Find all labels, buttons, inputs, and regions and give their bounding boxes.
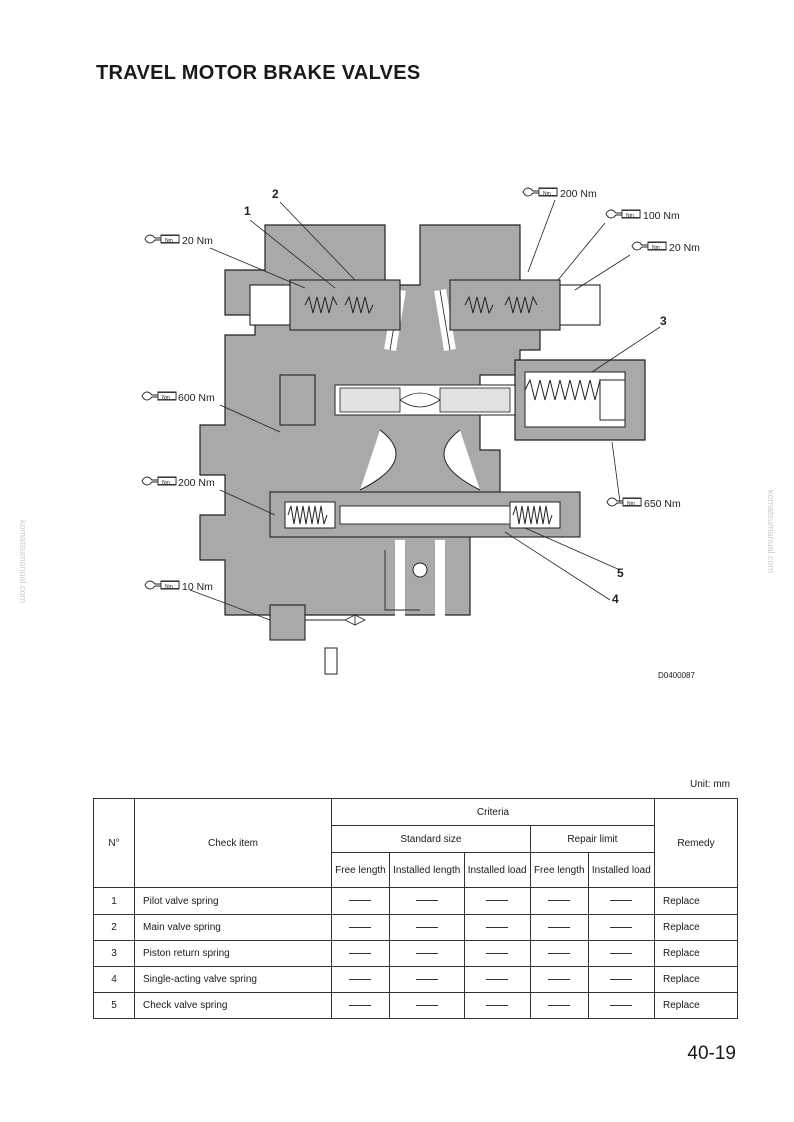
dash-cell (331, 940, 390, 967)
page-number: 40-19 (687, 1043, 736, 1064)
dash-cell (463, 887, 531, 915)
part-number-5: 5 (617, 566, 624, 580)
page-title: TRAVEL MOTOR BRAKE VALVES (96, 62, 421, 84)
dash-cell (331, 914, 390, 941)
valve-body (199, 224, 646, 680)
svg-text:Nm: Nm (543, 191, 551, 197)
svg-text:20 Nm: 20 Nm (669, 242, 700, 254)
dash-cell (388, 914, 465, 941)
header-no: N° (93, 798, 135, 888)
dash-cell (463, 940, 531, 967)
dash-cell (529, 992, 589, 1019)
part-number-1: 1 (244, 204, 251, 218)
figure-code: D0400087 (658, 671, 695, 680)
row-no: 5 (93, 992, 135, 1019)
svg-text:Nm: Nm (162, 480, 170, 486)
header-criteria: Criteria (331, 798, 655, 826)
brake-valve-diagram: 20 Nm Nm 200 Nm Nm 100 Nm Nm 20 Nm Nm 60… (141, 187, 700, 680)
dash-cell (587, 887, 656, 915)
dash-cell (331, 992, 390, 1019)
row-no: 1 (93, 887, 135, 915)
torque-callout-20a: 20 Nm Nm (144, 234, 213, 247)
header-free-length: Free length (331, 852, 390, 888)
row-remedy: Replace (654, 966, 738, 993)
part-number-2: 2 (272, 187, 279, 201)
dash-cell (587, 966, 656, 993)
unit-label: Unit: mm (690, 779, 730, 790)
torque-callout-650: 650 Nm Nm (606, 497, 681, 510)
dash-cell (529, 914, 589, 941)
row-item: Single-acting valve spring (134, 966, 332, 993)
dash-cell (388, 887, 465, 915)
torque-callout-20b: 20 Nm Nm (631, 241, 700, 254)
svg-text:Nm: Nm (165, 238, 173, 244)
header-remedy: Remedy (654, 798, 738, 888)
part-number-3: 3 (660, 314, 667, 328)
row-no: 2 (93, 914, 135, 941)
svg-text:Nm: Nm (165, 584, 173, 590)
table-row: 5 Check valve spring Replace (93, 992, 738, 1019)
table-row: 4 Single-acting valve spring Replace (93, 966, 738, 993)
dash-cell (587, 992, 656, 1019)
svg-text:200 Nm: 200 Nm (560, 188, 597, 200)
dash-cell (331, 966, 390, 993)
dash-cell (463, 992, 531, 1019)
row-remedy: Replace (654, 887, 738, 915)
torque-callout-600: 600 Nm Nm (141, 391, 215, 404)
dash-cell (529, 887, 589, 915)
row-item: Check valve spring (134, 992, 332, 1019)
row-no: 3 (93, 940, 135, 967)
table-row: 3 Piston return spring Replace (93, 940, 738, 967)
row-remedy: Replace (654, 914, 738, 941)
dash-cell (587, 940, 656, 967)
dash-cell (529, 940, 589, 967)
torque-callout-200b: 200 Nm Nm (141, 476, 215, 489)
row-item: Piston return spring (134, 940, 332, 967)
table-row: 1 Pilot valve spring Replace (93, 887, 738, 915)
header-rl-free-length: Free length (529, 852, 589, 888)
svg-text:Nm: Nm (626, 213, 634, 219)
svg-text:Nm: Nm (652, 245, 660, 251)
svg-text:Nm: Nm (162, 395, 170, 401)
row-item: Main valve spring (134, 914, 332, 941)
table-row: 2 Main valve spring Replace (93, 914, 738, 941)
svg-text:650 Nm: 650 Nm (644, 498, 681, 510)
header-rl-installed-load: Installed load (587, 852, 656, 888)
spring-check-table: N° Check item Criteria Remedy Standard s… (93, 798, 738, 1019)
torque-callout-100: 100 Nm Nm (605, 209, 680, 222)
leader-lines (189, 199, 661, 621)
dash-cell (388, 992, 465, 1019)
dash-cell (388, 940, 465, 967)
header-repair-limit: Repair limit (529, 825, 656, 853)
svg-text:10 Nm: 10 Nm (182, 581, 213, 593)
header-standard-size: Standard size (331, 825, 531, 853)
row-remedy: Replace (654, 992, 738, 1019)
header-installed-length: Installed length (388, 852, 465, 888)
dash-cell (463, 914, 531, 941)
dash-cell (388, 966, 465, 993)
dash-cell (331, 887, 390, 915)
torque-callout-10: 10 Nm Nm (144, 580, 213, 593)
dash-cell (587, 914, 656, 941)
dash-cell (463, 966, 531, 993)
torque-callout-200a: 200 Nm Nm (522, 187, 597, 200)
svg-text:20 Nm: 20 Nm (182, 235, 213, 247)
svg-text:200 Nm: 200 Nm (178, 477, 215, 489)
svg-text:Nm: Nm (627, 501, 635, 507)
row-item: Pilot valve spring (134, 887, 332, 915)
svg-text:600 Nm: 600 Nm (178, 392, 215, 404)
header-check-item: Check item (134, 798, 332, 888)
watermark-right: komatsumanual.com (766, 490, 776, 574)
row-no: 4 (93, 966, 135, 993)
header-installed-load: Installed load (463, 852, 531, 888)
row-remedy: Replace (654, 940, 738, 967)
dash-cell (529, 966, 589, 993)
svg-text:100 Nm: 100 Nm (643, 210, 680, 222)
part-number-4: 4 (612, 592, 619, 606)
watermark-left: komatsumanual.com (18, 520, 28, 604)
